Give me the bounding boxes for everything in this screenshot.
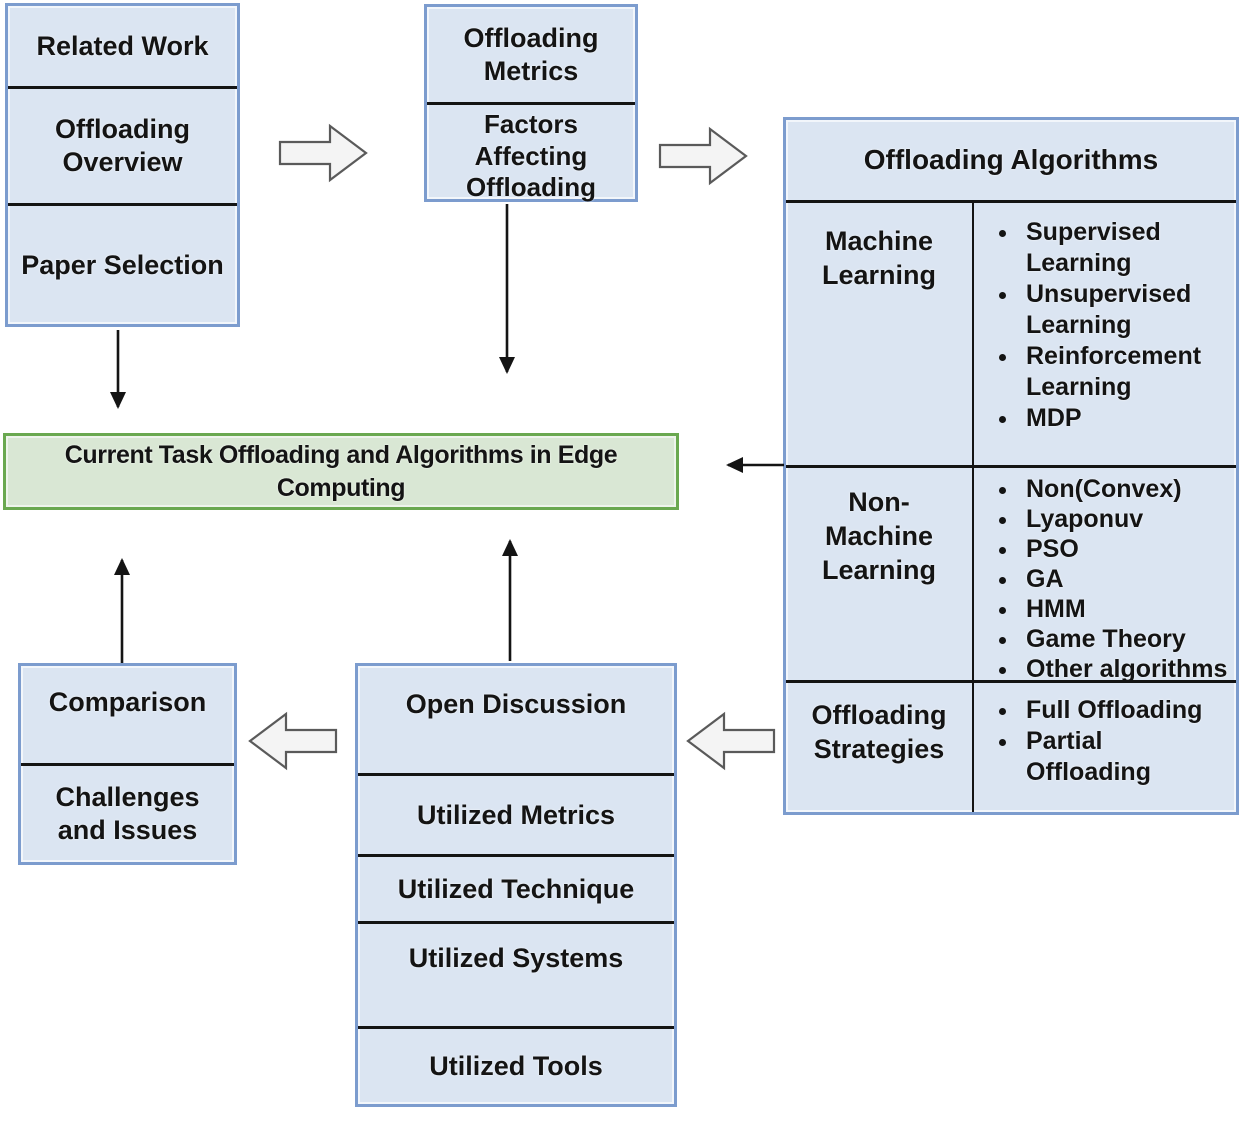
metrics-box: Offloading Metrics Factors Affecting Off… [424,4,638,202]
section-paper-selection: Paper Selection [8,203,237,324]
block-arrow-metrics-to-algorithms [658,126,748,186]
list-item: Unsupervised Learning [1020,279,1234,341]
algorithms-row-machine-learning: Machine Learning Supervised Learning Uns… [786,203,1236,465]
discussion-box: Open Discussion Utilized Metrics Utilize… [355,663,677,1107]
section-utilized-technique: Utilized Technique [358,854,674,921]
list-item: Full Offloading [1020,695,1234,726]
list-item: Partial Offloading [1020,726,1234,788]
block-arrow-discussion-to-comparison [248,711,338,771]
section-challenges-and-issues: Challenges and Issues [21,763,234,862]
algorithms-box: Offloading Algorithms Machine Learning S… [783,117,1239,815]
row-label-offloading-strategies: Offloading Strategies [786,683,974,812]
block-arrow-algorithms-to-discussion [686,711,776,771]
list-item: GA [1020,564,1234,594]
list-item: Lyaponuv [1020,504,1234,534]
section-open-discussion: Open Discussion [405,689,627,719]
list-item: HMM [1020,594,1234,624]
block-arrow-intro-to-metrics [278,123,368,183]
central-topic-box: Current Task Offloading and Algorithms i… [3,433,679,510]
intro-box: Related Work Offloading Overview Paper S… [5,3,240,327]
section-factors-affecting-offloading: Factors Affecting Offloading [427,102,635,208]
algorithms-title: Offloading Algorithms [786,120,1236,203]
list-item: Supervised Learning [1020,217,1234,279]
section-offloading-overview: Offloading Overview [8,86,237,203]
section-comparison: Comparison [48,687,207,717]
comparison-box: Comparison Challenges and Issues [18,663,237,865]
row-label-non-machine-learning: Non-Machine Learning [786,468,974,680]
section-offloading-metrics: Offloading Metrics [463,22,599,86]
row-items-machine-learning: Supervised Learning Unsupervised Learnin… [974,203,1236,465]
algorithms-row-offloading-strategies: Offloading Strategies Full Offloading Pa… [786,680,1236,812]
list-item: Non(Convex) [1020,474,1234,504]
section-utilized-systems: Utilized Systems [358,921,674,1026]
section-related-work: Related Work [36,30,209,61]
list-item: PSO [1020,534,1234,564]
row-label-machine-learning: Machine Learning [786,203,974,465]
list-item: Reinforcement Learning [1020,341,1234,403]
list-item: Other algorithms [1020,654,1234,684]
algorithms-row-non-machine-learning: Non-Machine Learning Non(Convex) Lyaponu… [786,465,1236,683]
list-item: Game Theory [1020,624,1234,654]
list-item: MDP [1020,403,1234,434]
section-utilized-metrics: Utilized Metrics [358,773,674,854]
section-utilized-tools: Utilized Tools [358,1026,674,1104]
row-items-offloading-strategies: Full Offloading Partial Offloading [974,683,1236,812]
row-items-non-machine-learning: Non(Convex) Lyaponuv PSO GA HMM Game The… [974,468,1236,683]
